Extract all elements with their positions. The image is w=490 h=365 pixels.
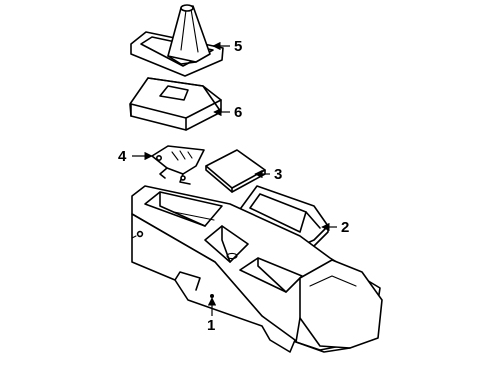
callout-1: 1 (207, 317, 215, 334)
small-lid-part (205, 149, 266, 193)
callout-4: 4 (118, 148, 127, 165)
callout-3: 3 (274, 166, 282, 183)
callout-6: 6 (234, 104, 242, 121)
shift-boot-part (130, 4, 224, 77)
console-body-part (131, 185, 383, 353)
bracket-part (151, 145, 205, 185)
callout-2: 2 (341, 219, 349, 236)
leader-lines (132, 41, 337, 316)
callout-labels: 5 6 4 3 2 1 (118, 38, 349, 334)
shift-bezel-part (129, 77, 222, 131)
callout-5: 5 (234, 38, 242, 55)
